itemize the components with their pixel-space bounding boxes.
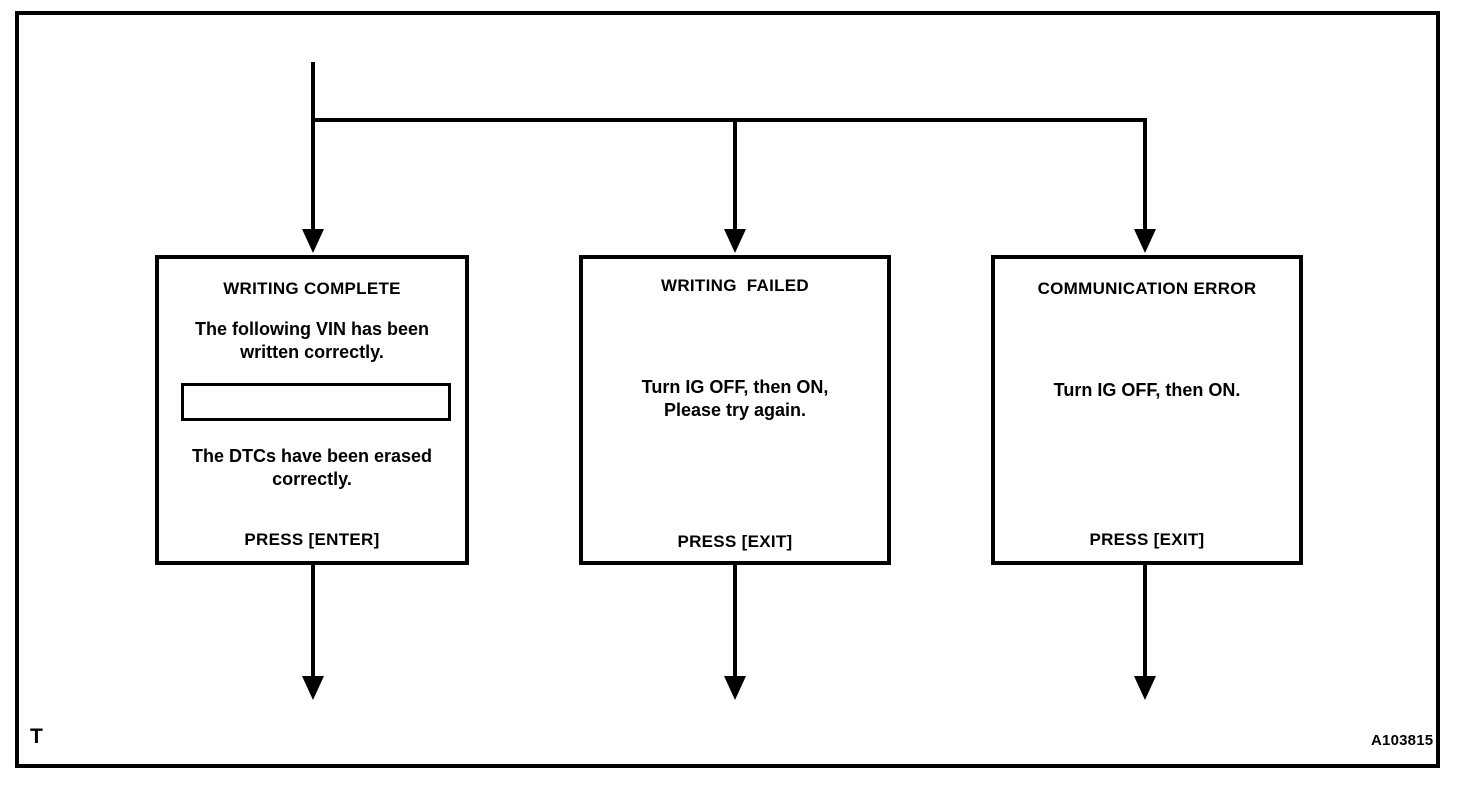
screen-box-writing-complete: WRITING COMPLETE The following VIN has b… bbox=[155, 255, 469, 565]
exit-line-communication-error bbox=[1143, 565, 1147, 678]
screen-footer-press-exit-error[interactable]: PRESS [EXIT] bbox=[1089, 530, 1205, 549]
screen-box-writing-failed: WRITING FAILED Turn IG OFF, then ON, Ple… bbox=[579, 255, 891, 565]
arrowhead-into-writing-failed bbox=[724, 229, 746, 253]
screen-box-communication-error: COMMUNICATION ERROR Turn IG OFF, then ON… bbox=[991, 255, 1303, 565]
screen-title-communication-error: COMMUNICATION ERROR bbox=[1037, 279, 1257, 298]
screen-message-writing-failed: Turn IG OFF, then ON, Please try again. bbox=[641, 377, 829, 420]
screen-message-communication-error: Turn IG OFF, then ON. bbox=[1053, 380, 1241, 400]
branch-line-communication-error bbox=[1143, 118, 1147, 231]
trunk-line-vertical bbox=[311, 62, 315, 122]
figure-id-label: A103815 bbox=[1371, 732, 1434, 749]
screen-message-vin-written: The following VIN has been written corre… bbox=[194, 319, 430, 362]
exit-line-writing-complete bbox=[311, 565, 315, 678]
distribution-bus-line bbox=[311, 118, 1147, 122]
arrowhead-exit-communication-error bbox=[1134, 676, 1156, 700]
arrowhead-into-communication-error bbox=[1134, 229, 1156, 253]
screen-footer-press-exit-failed[interactable]: PRESS [EXIT] bbox=[677, 532, 793, 551]
screen-footer-press-enter[interactable]: PRESS [ENTER] bbox=[244, 530, 380, 549]
arrowhead-exit-writing-failed bbox=[724, 676, 746, 700]
vin-value-field[interactable] bbox=[181, 383, 451, 421]
arrowhead-exit-writing-complete bbox=[302, 676, 324, 700]
exit-line-writing-failed bbox=[733, 565, 737, 678]
branch-line-writing-failed bbox=[733, 118, 737, 231]
screen-message-dtc-erased: The DTCs have been erased correctly. bbox=[191, 446, 433, 489]
screen-title-writing-failed: WRITING FAILED bbox=[660, 276, 810, 295]
figure-frame bbox=[15, 11, 1440, 768]
branch-line-writing-complete bbox=[311, 118, 315, 231]
arrowhead-into-writing-complete bbox=[302, 229, 324, 253]
screen-title-writing-complete: WRITING COMPLETE bbox=[223, 279, 401, 298]
corner-marker-letter: T bbox=[30, 725, 44, 748]
